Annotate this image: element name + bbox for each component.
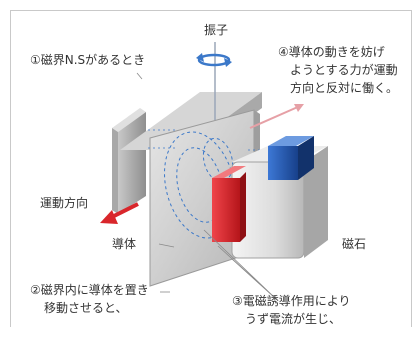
magnet-south-pole [268, 136, 314, 180]
step1-label: ①磁界N.Sがあるとき [30, 53, 146, 67]
step2-line-1: ②磁界内に導体を置き [30, 283, 149, 297]
pendulum-label: 振子 [204, 23, 229, 37]
step2-line-2: 移動させると、 [44, 301, 128, 315]
step4-line-1: ④導体の動きを妨げ [278, 45, 385, 59]
motion-direction-label: 運動方向 [40, 196, 89, 210]
step3-line-2: うず電流が生じ、 [245, 312, 342, 326]
reaction-force-arrow [249, 104, 304, 129]
magnet-label: 磁石 [342, 237, 367, 251]
pendulum-pivot [196, 42, 232, 120]
conductor-label: 導体 [112, 237, 137, 251]
leader-lines [136, 72, 275, 298]
step3-line-1: ③電磁誘導作用により [232, 294, 351, 308]
motion-direction-arrow [100, 202, 139, 224]
magnet-north-pole [212, 166, 246, 242]
step4-line-3: 方向と反対に働く。 [290, 81, 399, 95]
step4-line-2: ようとする力が運動 [290, 63, 398, 77]
